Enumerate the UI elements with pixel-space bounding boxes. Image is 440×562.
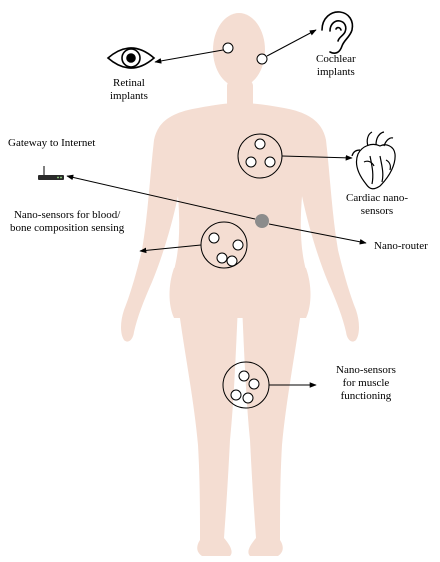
retinal-implant-node bbox=[223, 43, 233, 53]
nano-sensor-node bbox=[233, 240, 243, 250]
nano-sensor-node bbox=[249, 379, 259, 389]
retinal-implants-label: Retinal implants bbox=[110, 77, 148, 103]
nano-router-node bbox=[255, 214, 269, 228]
nano-sensor-node bbox=[209, 233, 219, 243]
nano-sensor-node bbox=[246, 157, 256, 167]
nano-sensor-node bbox=[239, 371, 249, 381]
router-device-icon bbox=[38, 166, 64, 180]
blood-bone-sensors-label: Nano-sensors for blood/ bone composition… bbox=[10, 209, 124, 235]
cochlear-link-arrow bbox=[267, 30, 316, 56]
nano-sensor-node bbox=[255, 139, 265, 149]
gateway-to-internet-label: Gateway to Internet bbox=[8, 137, 95, 150]
heart-icon bbox=[352, 132, 395, 189]
nano-sensor-node bbox=[217, 253, 227, 263]
human-body-silhouette bbox=[121, 13, 359, 556]
nano-sensor-node bbox=[231, 390, 241, 400]
ear-icon bbox=[322, 12, 352, 53]
nano-router-label: Nano-router bbox=[374, 240, 428, 253]
cardiac-nano-sensors-label: Cardiac nano- sensors bbox=[346, 192, 408, 218]
retinal-link-arrow bbox=[155, 50, 223, 62]
cochlear-implants-label: Cochlear implants bbox=[316, 53, 356, 79]
eye-icon bbox=[108, 48, 154, 68]
cochlear-implant-node bbox=[257, 54, 267, 64]
nano-sensor-node bbox=[265, 157, 275, 167]
nano-sensor-node bbox=[243, 393, 253, 403]
nano-sensor-node bbox=[227, 256, 237, 266]
muscle-sensors-label: Nano-sensors for muscle functioning bbox=[336, 364, 396, 403]
